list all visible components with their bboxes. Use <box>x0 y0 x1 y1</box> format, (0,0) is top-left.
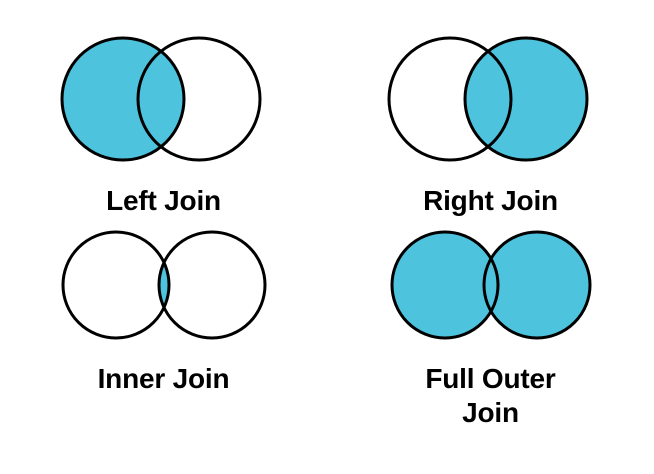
diagram-cell-full-outer-join: Full Outer Join <box>327 220 654 474</box>
venn-inner-join <box>61 230 266 340</box>
right-circle-outline <box>482 230 591 340</box>
left-circle-fill <box>391 232 498 338</box>
intersection-fill <box>137 38 184 160</box>
diagram-label-inner-join: Inner Join <box>97 363 230 394</box>
right-circle-fill <box>158 232 265 338</box>
diagram-cell-right-join: Right Join <box>327 0 654 220</box>
left-circle-outline <box>387 36 512 162</box>
right-circle-outline <box>463 36 588 162</box>
venn-left-join <box>60 36 261 162</box>
left-circle-outline <box>390 230 499 340</box>
diagram-cell-inner-join: Inner Join <box>0 220 327 474</box>
left-circle-outline <box>61 230 170 340</box>
diagram-cell-left-join: Left Join <box>0 0 327 220</box>
right-circle-outline <box>136 36 261 162</box>
left-circle-fill <box>62 232 169 338</box>
right-circle-outline <box>157 230 266 340</box>
left-circle-outline <box>60 36 185 162</box>
diagram-label-full-outer-join: Full Outer Join <box>425 363 556 428</box>
diagram-label-left-join: Left Join <box>106 185 221 216</box>
venn-full-outer-join <box>390 230 591 340</box>
intersection-fill <box>464 38 511 160</box>
right-circle-fill <box>483 232 590 338</box>
venn-right-join <box>387 36 588 162</box>
diagram-label-right-join: Right Join <box>423 185 558 216</box>
